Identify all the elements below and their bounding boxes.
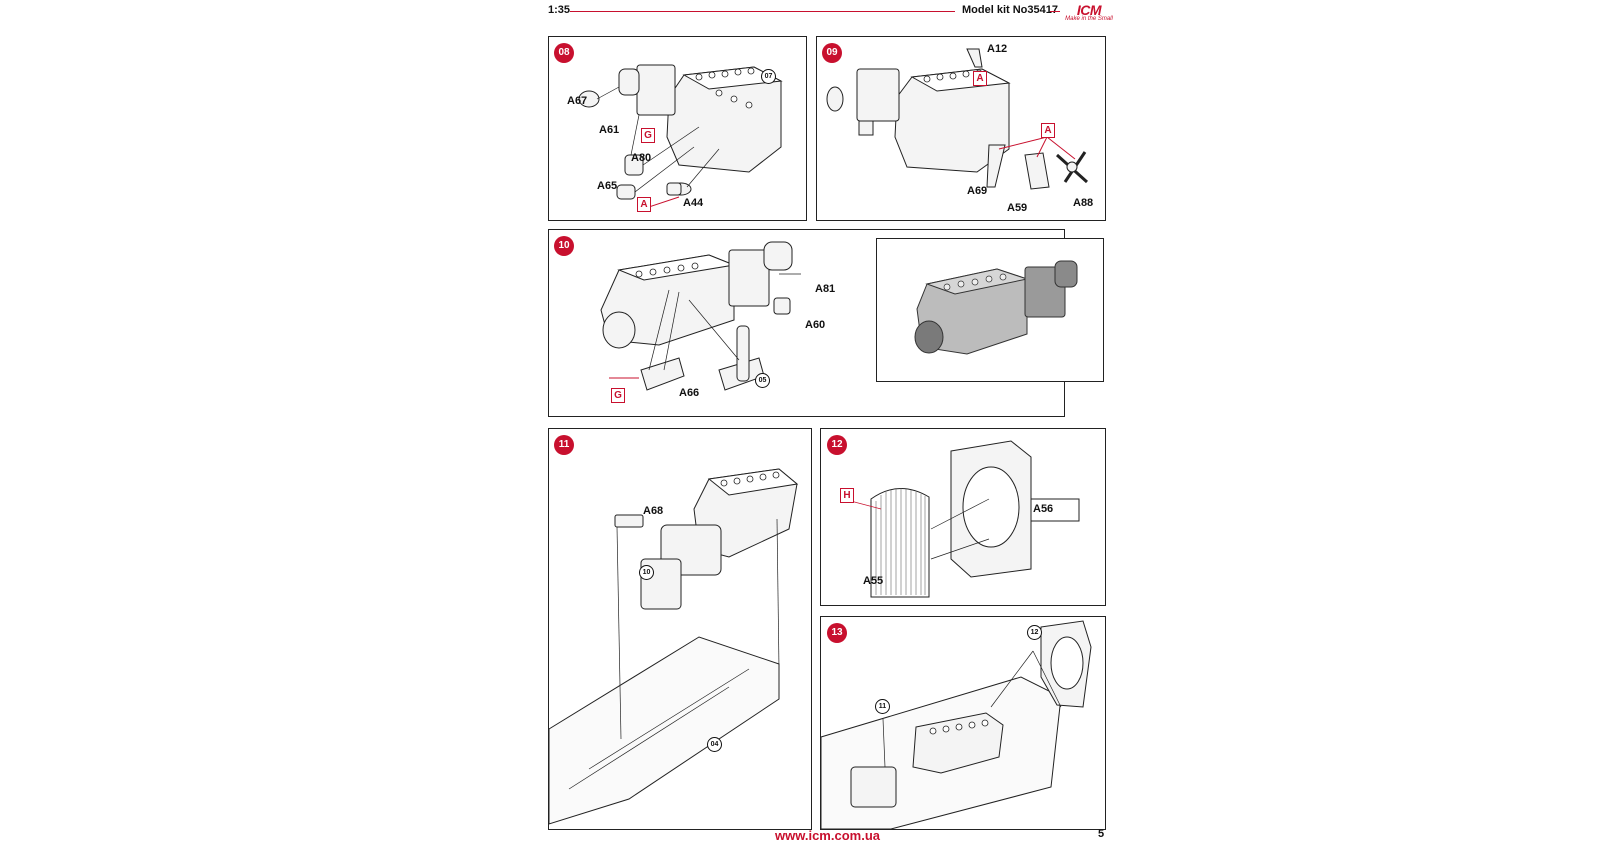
sprue-a-marker-fan: A [1041,123,1055,138]
step-12-number: 12 [827,435,847,455]
sprue-g-marker: G [641,128,655,143]
step-09-panel: 09 A12 A A A69 A59 A88 [816,36,1106,221]
footer-url: www.icm.com.ua [775,828,880,843]
sprue-g-marker: G [611,388,625,403]
label-a59: A59 [1007,202,1028,214]
ref-step-12: 12 [1027,625,1042,640]
sprue-a-marker-top: A [973,71,987,86]
logo-mark: ICM [1076,2,1102,18]
step-11-panel: 11 A68 10 04 [548,428,812,830]
step-12-drawing [842,440,1080,598]
ref-step-05: 05 [755,373,770,388]
step-08-drawing [578,64,783,208]
step-08-number: 08 [554,43,574,63]
step-08-panel: 08 A67 A61 A80 A65 A44 G A 07 [548,36,807,221]
label-a55: A55 [863,575,884,587]
step-13-panel: 13 11 12 [820,616,1106,830]
step-10-number: 10 [554,236,574,256]
ref-step-11: 11 [875,699,890,714]
label-a80: A80 [631,152,652,164]
ref-step-10: 10 [639,565,654,580]
assembled-engine-render [914,260,1078,355]
sprue-a-marker: A [637,197,651,212]
label-a69: A69 [967,185,988,197]
label-a66: A66 [679,387,700,399]
sprue-h-marker: H [840,488,854,503]
label-a65: A65 [597,180,618,192]
step-11-number: 11 [554,435,574,455]
step-13-number: 13 [827,623,847,643]
header-rule [570,11,955,12]
page-number: 5 [1098,828,1105,840]
scale-label: 1:35 [548,4,571,16]
page-header: 1:35 Model kit No35417 ICM Make in the S… [0,0,1620,26]
step-09-number: 09 [822,43,842,63]
step-13-drawing [820,620,1092,830]
step-10-drawing [600,241,801,391]
ref-step-04: 04 [707,737,722,752]
label-a60: A60 [805,319,826,331]
label-a12: A12 [987,43,1008,55]
label-a88: A88 [1073,197,1094,209]
step-11-drawing [548,468,799,825]
label-a44: A44 [683,197,704,209]
ref-step-07: 07 [761,69,776,84]
header-rule-short [1050,11,1060,12]
label-a68: A68 [643,505,664,517]
label-a67: A67 [567,95,588,107]
kit-number: Model kit No35417 [962,4,1058,16]
label-a56: A56 [1033,503,1054,515]
label-a61: A61 [599,124,620,136]
label-a81: A81 [815,283,836,295]
icm-logo: ICM Make in the Small [1062,2,1116,24]
logo-tagline: Make in the Small [1065,16,1113,22]
step-09-drawing [826,48,1089,190]
step-12-panel: 12 H A56 A55 [820,428,1106,606]
step-10-result-view [876,238,1104,382]
